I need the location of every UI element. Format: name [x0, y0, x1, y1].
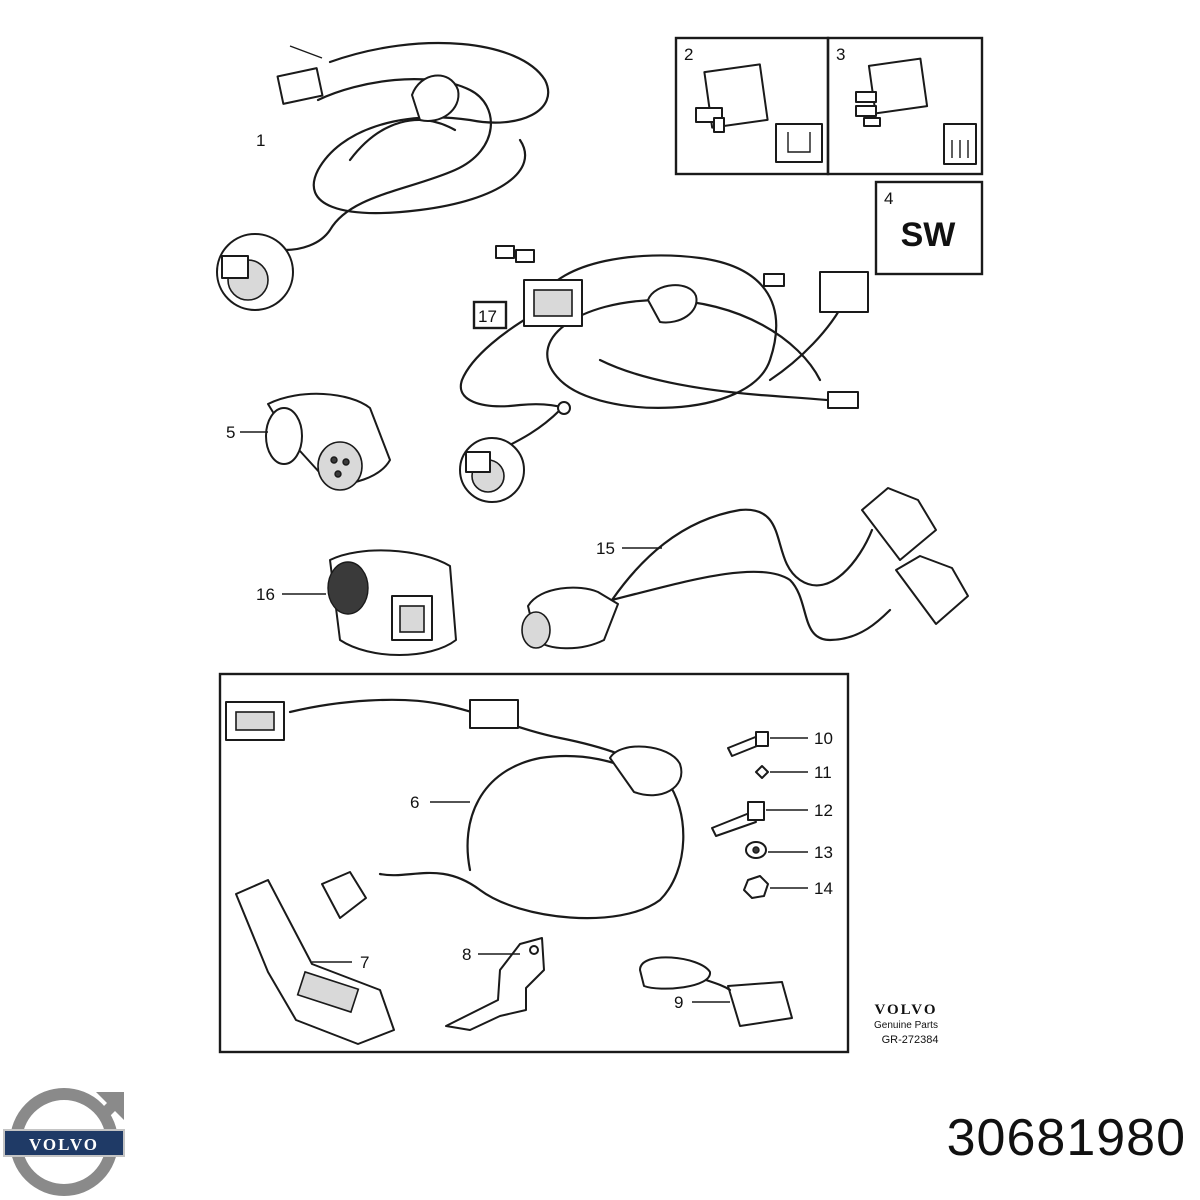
logo-band: [3, 1129, 125, 1157]
callout-3: 3: [836, 45, 845, 64]
callout-11: 11: [814, 763, 832, 782]
part-17-harness: [459, 245, 869, 503]
part-number: 30681980: [946, 1109, 1186, 1167]
callout-5: 5: [226, 423, 235, 442]
callout-6: 6: [410, 793, 419, 812]
brand-tagline: Genuine Parts: [874, 1020, 938, 1031]
part-6-cable: [225, 698, 685, 920]
callout-13: 13: [814, 843, 833, 862]
brand-wordmark: VOLVO: [874, 1002, 937, 1018]
fasteners-10-14: [711, 731, 769, 899]
part-7-bracket: [235, 879, 395, 1045]
callout-7: 7: [360, 953, 369, 972]
volvo-logo: VOLVO: [3, 1088, 125, 1196]
part-15-adapter-cable: [521, 487, 969, 650]
callout-14: 14: [814, 879, 833, 898]
part-5-adapter: [265, 392, 391, 491]
callout-16: 16: [256, 585, 275, 604]
reference-code: GR-272384: [882, 1034, 939, 1046]
callout-15: 15: [596, 539, 615, 558]
part-1-harness: [216, 41, 550, 311]
callout-4: 4: [884, 189, 893, 208]
callout-17: 17: [478, 307, 497, 326]
callout-8: 8: [462, 945, 471, 964]
software-badge: SW: [901, 216, 957, 254]
part-8-plate: [445, 937, 545, 1031]
callout-9: 9: [674, 993, 683, 1012]
kit-frame: [218, 672, 850, 1054]
callout-12: 12: [814, 801, 833, 820]
callout-10: 10: [814, 729, 833, 748]
part-9-cover: [639, 956, 793, 1027]
callout-2: 2: [684, 45, 693, 64]
part-16-socket: [327, 549, 457, 656]
relay-boxes: [674, 36, 984, 176]
software-box: [874, 180, 984, 276]
callout-1: 1: [256, 131, 265, 150]
callout-17-box: [472, 300, 508, 330]
logo-wordmark: VOLVO: [29, 1135, 99, 1154]
